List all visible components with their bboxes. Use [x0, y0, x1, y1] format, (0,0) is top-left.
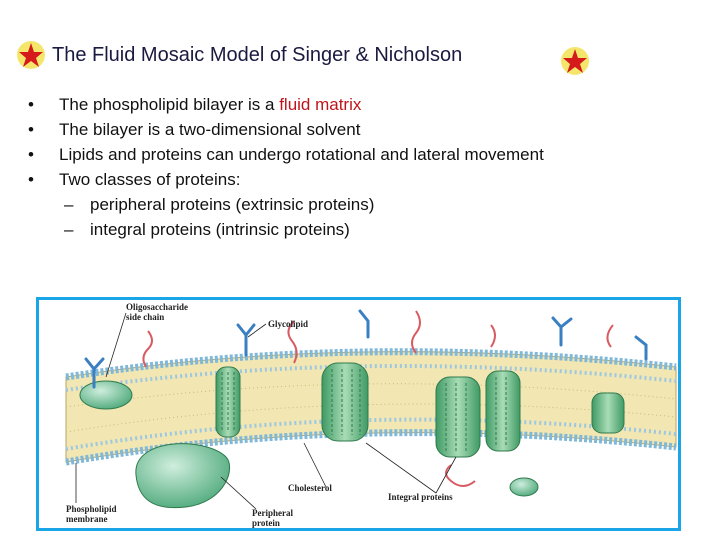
bullet-text: The bilayer is a two-dimensional solvent	[59, 120, 361, 139]
bullet-marker: •	[28, 120, 34, 139]
highlight-text: fluid matrix	[279, 95, 362, 114]
figure-label-glycolipid: Glycolipid	[268, 319, 308, 329]
integral-protein	[591, 392, 625, 434]
bullet-marker: •	[28, 95, 34, 114]
figure-label-peripheral: Peripheral	[252, 508, 293, 518]
integral-protein	[435, 376, 481, 458]
bullet-text: The phospholipid bilayer is a fluid matr…	[59, 95, 362, 114]
figure-label-oligosaccharide: side chain	[126, 312, 164, 322]
figure-label-oligosaccharide: Oligosaccharide	[126, 302, 188, 312]
sub-bullet-text: peripheral proteins (extrinsic proteins)	[90, 195, 375, 214]
bullet-marker: •	[28, 170, 34, 189]
star-icon	[17, 41, 45, 69]
integral-protein	[321, 362, 369, 442]
bullet-text: Lipids and proteins can undergo rotation…	[59, 145, 544, 164]
figure-label-peripheral: protein	[252, 518, 280, 528]
oligosaccharide-chain	[142, 310, 614, 487]
integral-protein	[485, 370, 521, 452]
peripheral-protein	[79, 380, 133, 410]
sub-bullet-text: integral proteins (intrinsic proteins)	[90, 220, 350, 239]
figure-label-integral-proteins: Integral proteins	[388, 492, 453, 502]
sub-bullet-marker: –	[64, 195, 74, 214]
figure-label-cholesterol: Cholesterol	[288, 483, 332, 493]
figure-label-phospholipid: Phospholipid	[66, 504, 117, 514]
oligosaccharide-chain	[84, 309, 648, 389]
figure-label-phospholipid: membrane	[66, 514, 108, 524]
sub-bullet-marker: –	[64, 220, 74, 239]
star-icon	[561, 47, 589, 75]
bullet-text: Two classes of proteins:	[59, 170, 241, 189]
leader-lines	[75, 312, 457, 510]
page-title: The Fluid Mosaic Model of Singer & Nicho…	[52, 44, 463, 66]
peripheral-protein	[135, 443, 231, 509]
integral-protein	[215, 366, 241, 438]
bullet-marker: •	[28, 145, 34, 164]
peripheral-protein	[509, 477, 539, 497]
membrane-figure: Oligosaccharide side chain Glycolipid Ch…	[36, 297, 681, 531]
